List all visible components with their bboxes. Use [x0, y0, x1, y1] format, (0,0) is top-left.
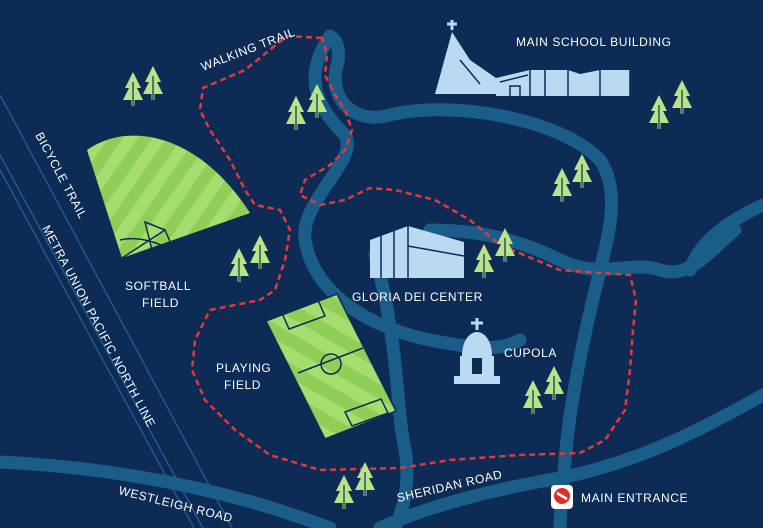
playing-field-label-line2: FIELD [224, 378, 261, 392]
cupola-building [454, 318, 500, 384]
creek-northeast-channel [683, 198, 763, 277]
creek-south-channel [368, 248, 414, 528]
bicycle-trail-line [0, 94, 233, 528]
metra-rail-line-west [0, 154, 204, 528]
cupola-label: CUPOLA [504, 346, 557, 360]
metra-rail-line-east [0, 169, 195, 528]
cross-icon [471, 318, 483, 330]
creek-east-channel [323, 29, 618, 528]
main-school-building [435, 20, 631, 96]
gloria-dei-center-label: GLORIA DEI CENTER [352, 290, 483, 304]
playing-field [264, 293, 398, 440]
westleigh-road [0, 455, 337, 528]
no-entry-sign-icon [551, 485, 573, 509]
softball-field-label-line2: FIELD [142, 296, 179, 310]
cross-icon [447, 20, 457, 30]
gloria-dei-center [370, 226, 465, 278]
playing-field-label-line1: PLAYING [216, 361, 271, 375]
softball-field-label-line1: SOFTBALL [125, 279, 191, 293]
softball-field [87, 135, 250, 264]
main-school-building-label: MAIN SCHOOL BUILDING [516, 35, 672, 49]
main-entrance-label: MAIN ENTRANCE [581, 491, 688, 505]
walking-trail-path [190, 34, 638, 472]
